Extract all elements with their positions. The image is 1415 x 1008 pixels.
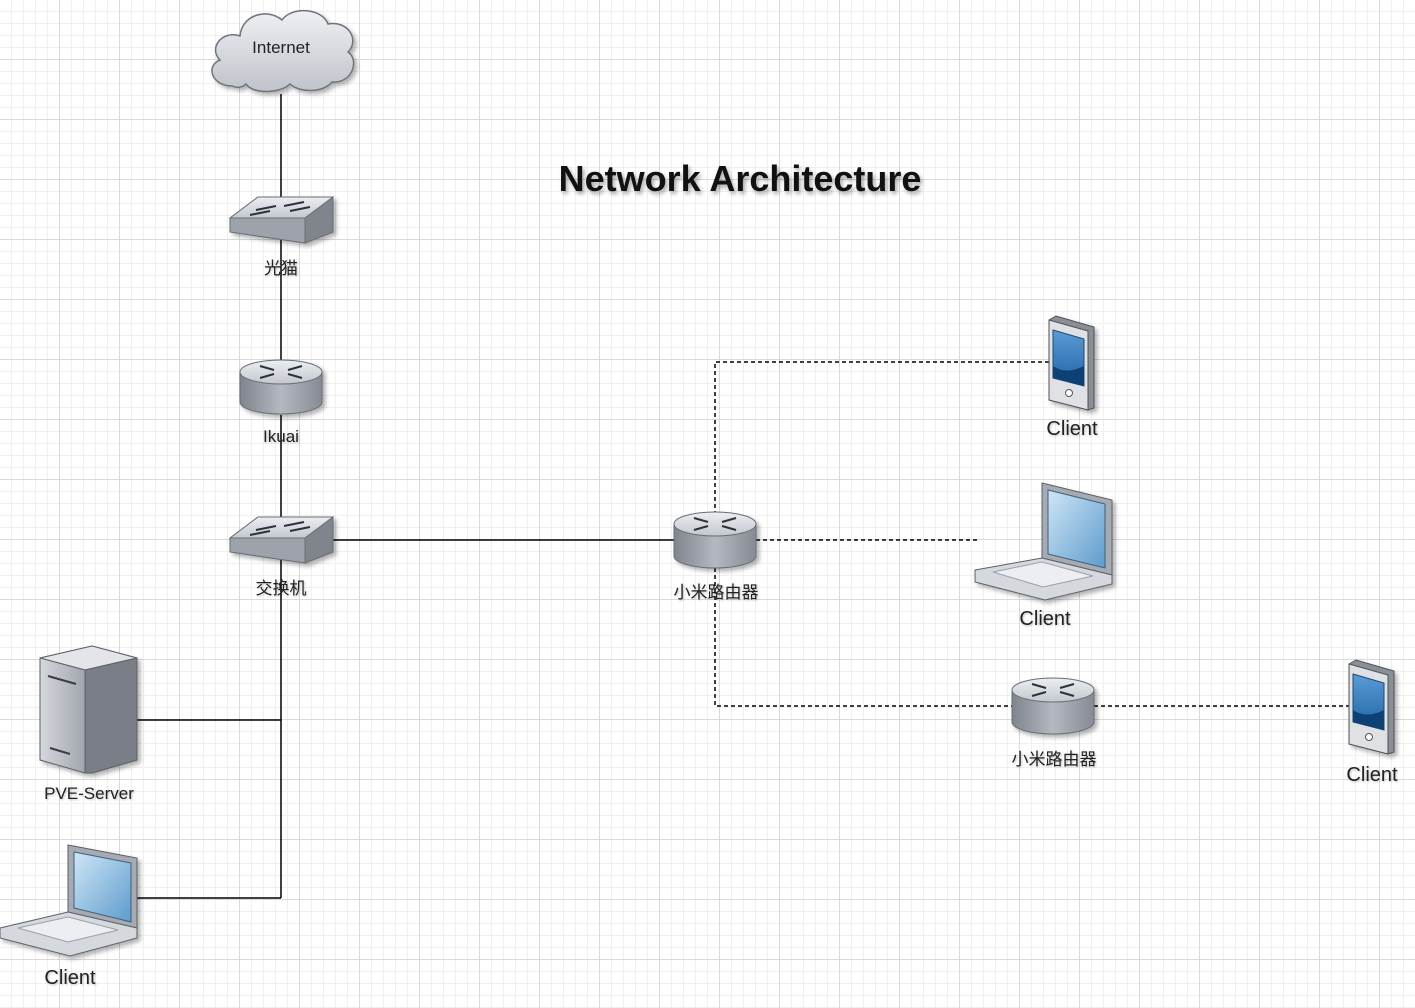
modem-label: 光猫 bbox=[264, 259, 298, 278]
internet-label: Internet bbox=[252, 38, 310, 57]
cloud-icon bbox=[211, 9, 355, 93]
client-left-label: Client bbox=[44, 967, 96, 989]
ikuai-label: Ikuai bbox=[263, 427, 299, 446]
diagram-title: Network Architecture bbox=[558, 158, 922, 199]
main-router-label: 小米路由器 bbox=[673, 583, 759, 602]
switch-icon bbox=[228, 516, 335, 564]
client-phone-top-label: Client bbox=[1046, 418, 1098, 440]
link-router-subrouter bbox=[714, 568, 1012, 707]
laptop-icon-right bbox=[974, 482, 1113, 601]
main-router-icon bbox=[673, 511, 757, 569]
sub-router-icon bbox=[1011, 677, 1095, 735]
client-phone-right-label: Client bbox=[1346, 764, 1398, 786]
laptop-icon-left bbox=[0, 844, 138, 957]
phone-icon-top bbox=[1048, 315, 1095, 411]
pve-server-label: PVE-Server bbox=[44, 784, 134, 803]
phone-icon-right bbox=[1348, 659, 1395, 755]
connections bbox=[137, 94, 676, 899]
switch-label: 交换机 bbox=[255, 579, 307, 598]
link-router-phone-top bbox=[714, 361, 1049, 515]
client-laptop-right-label: Client bbox=[1019, 608, 1071, 630]
ikuai-router-icon bbox=[239, 359, 323, 415]
sub-router-label: 小米路由器 bbox=[1011, 750, 1097, 769]
server-icon bbox=[39, 645, 138, 774]
modem-icon bbox=[228, 196, 335, 244]
wireless-connections bbox=[714, 361, 1351, 707]
